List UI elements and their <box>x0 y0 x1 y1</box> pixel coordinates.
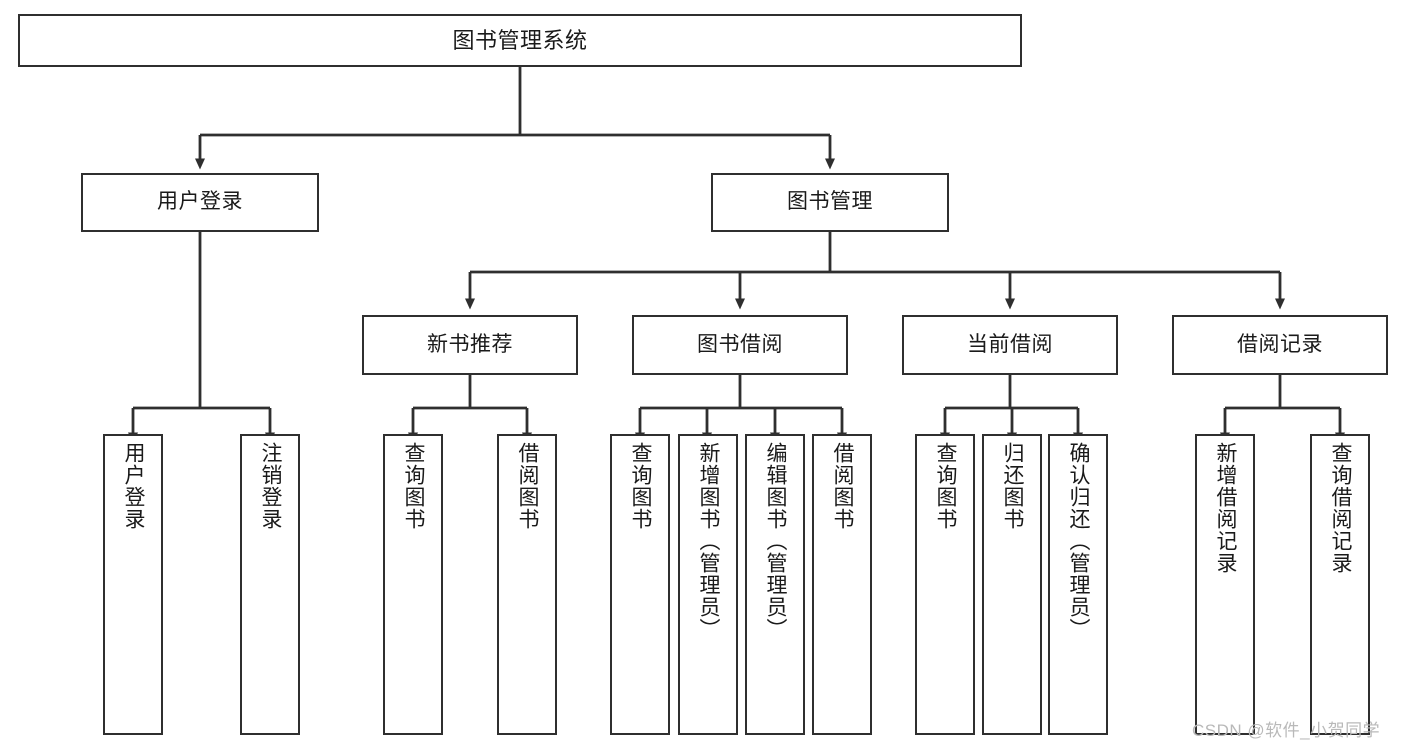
node-label: 查询图书 <box>402 442 426 530</box>
node-label: 借阅图书 <box>516 442 540 530</box>
node-label: 图书管理系统 <box>452 27 588 53</box>
node-label: 新增借阅记录 <box>1214 442 1238 574</box>
csdn-watermark: CSDN @软件_小贺同学 <box>1192 721 1381 740</box>
node-label: 用户登录 <box>122 442 146 530</box>
node-label: 查询图书 <box>934 442 958 530</box>
leaf-bb-add-book-admin[interactable]: 新增图书（管理员） <box>678 434 738 735</box>
node-label: 借阅图书 <box>831 442 855 530</box>
leaf-br-add-record[interactable]: 新增借阅记录 <box>1195 434 1255 735</box>
leaf-nb-query-book[interactable]: 查询图书 <box>383 434 443 735</box>
node-label: 确认归还（管理员） <box>1067 442 1091 640</box>
node-label: 查询借阅记录 <box>1329 442 1353 574</box>
node-label: 图书借阅 <box>697 332 783 356</box>
node-label: 归还图书 <box>1001 442 1025 530</box>
leaf-cb-query-book[interactable]: 查询图书 <box>915 434 975 735</box>
node-new-book-recommend[interactable]: 新书推荐 <box>362 315 578 375</box>
node-borrow-records[interactable]: 借阅记录 <box>1172 315 1388 375</box>
node-label: 用户登录 <box>157 190 243 214</box>
node-current-borrow[interactable]: 当前借阅 <box>902 315 1118 375</box>
leaf-logout[interactable]: 注销登录 <box>240 434 300 735</box>
node-root-system[interactable]: 图书管理系统 <box>18 14 1022 67</box>
node-label: 新书推荐 <box>427 332 513 356</box>
node-label: 新增图书（管理员） <box>697 442 721 640</box>
leaf-bb-query-book[interactable]: 查询图书 <box>610 434 670 735</box>
leaf-bb-edit-book-admin[interactable]: 编辑图书（管理员） <box>745 434 805 735</box>
node-user-login[interactable]: 用户登录 <box>81 173 319 232</box>
leaf-bb-borrow-book[interactable]: 借阅图书 <box>812 434 872 735</box>
node-label: 注销登录 <box>259 442 283 530</box>
leaf-br-query-record[interactable]: 查询借阅记录 <box>1310 434 1370 735</box>
node-book-borrow[interactable]: 图书借阅 <box>632 315 848 375</box>
node-label: 当前借阅 <box>967 332 1053 356</box>
leaf-user-login[interactable]: 用户登录 <box>103 434 163 735</box>
leaf-cb-return-book[interactable]: 归还图书 <box>982 434 1042 735</box>
leaf-cb-confirm-return-admin[interactable]: 确认归还（管理员） <box>1048 434 1108 735</box>
node-label: 查询图书 <box>629 442 653 530</box>
leaf-nb-borrow-book[interactable]: 借阅图书 <box>497 434 557 735</box>
node-label: 编辑图书（管理员） <box>764 442 788 640</box>
node-book-management[interactable]: 图书管理 <box>711 173 949 232</box>
node-label: 图书管理 <box>787 190 873 214</box>
node-label: 借阅记录 <box>1237 332 1323 356</box>
